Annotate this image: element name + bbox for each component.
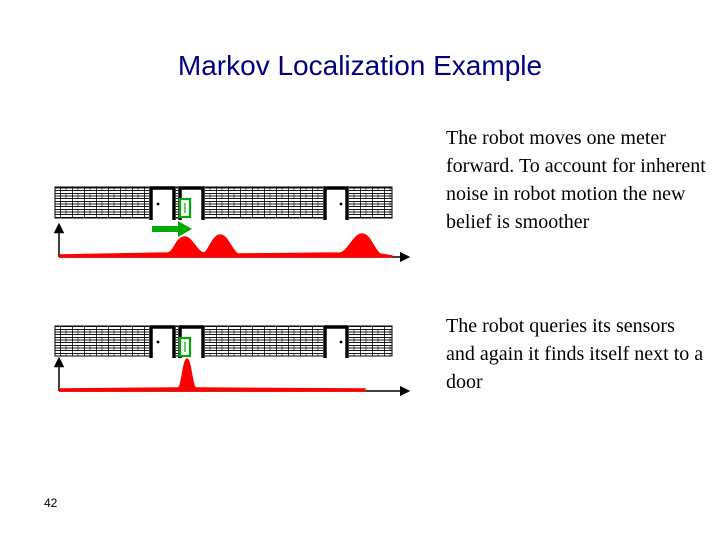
slide-title: Markov Localization Example bbox=[177, 50, 543, 81]
belief-curve-bottom bbox=[59, 358, 366, 392]
belief-curve-top bbox=[59, 233, 393, 258]
top-panel bbox=[53, 185, 411, 263]
robot-icon-bottom bbox=[178, 336, 192, 358]
door-3 bbox=[323, 185, 349, 220]
page-number: 42 bbox=[44, 496, 58, 510]
robot-icon-top bbox=[178, 197, 192, 219]
description-motion: The robot moves one meter forward. To ac… bbox=[446, 127, 706, 233]
axes-bottom bbox=[53, 356, 411, 397]
corridor-top bbox=[54, 185, 393, 220]
door-3 bbox=[323, 324, 349, 358]
door-1 bbox=[149, 185, 176, 220]
motion-arrow-icon bbox=[152, 221, 192, 237]
bottom-panel bbox=[53, 324, 411, 397]
description-sensing: The robot queries its sensors and again … bbox=[446, 315, 704, 393]
door-1 bbox=[149, 324, 176, 358]
corridor-bottom bbox=[54, 324, 393, 358]
